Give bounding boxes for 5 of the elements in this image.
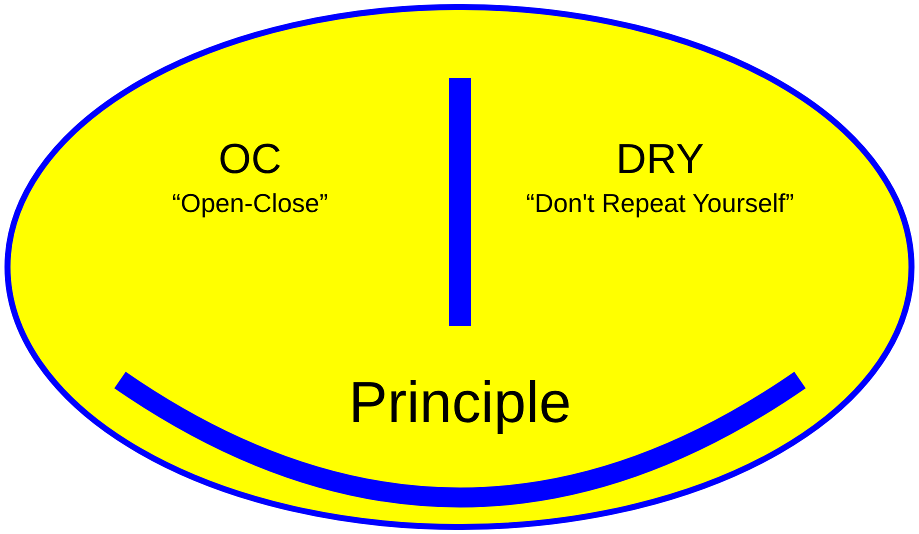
heading: DRY [616, 138, 704, 180]
title-text: Principle [348, 374, 572, 432]
subheading: “Open-Close” [172, 190, 328, 216]
heading: OC [218, 138, 282, 180]
subheading: “Don't Repeat Yourself” [526, 190, 794, 216]
